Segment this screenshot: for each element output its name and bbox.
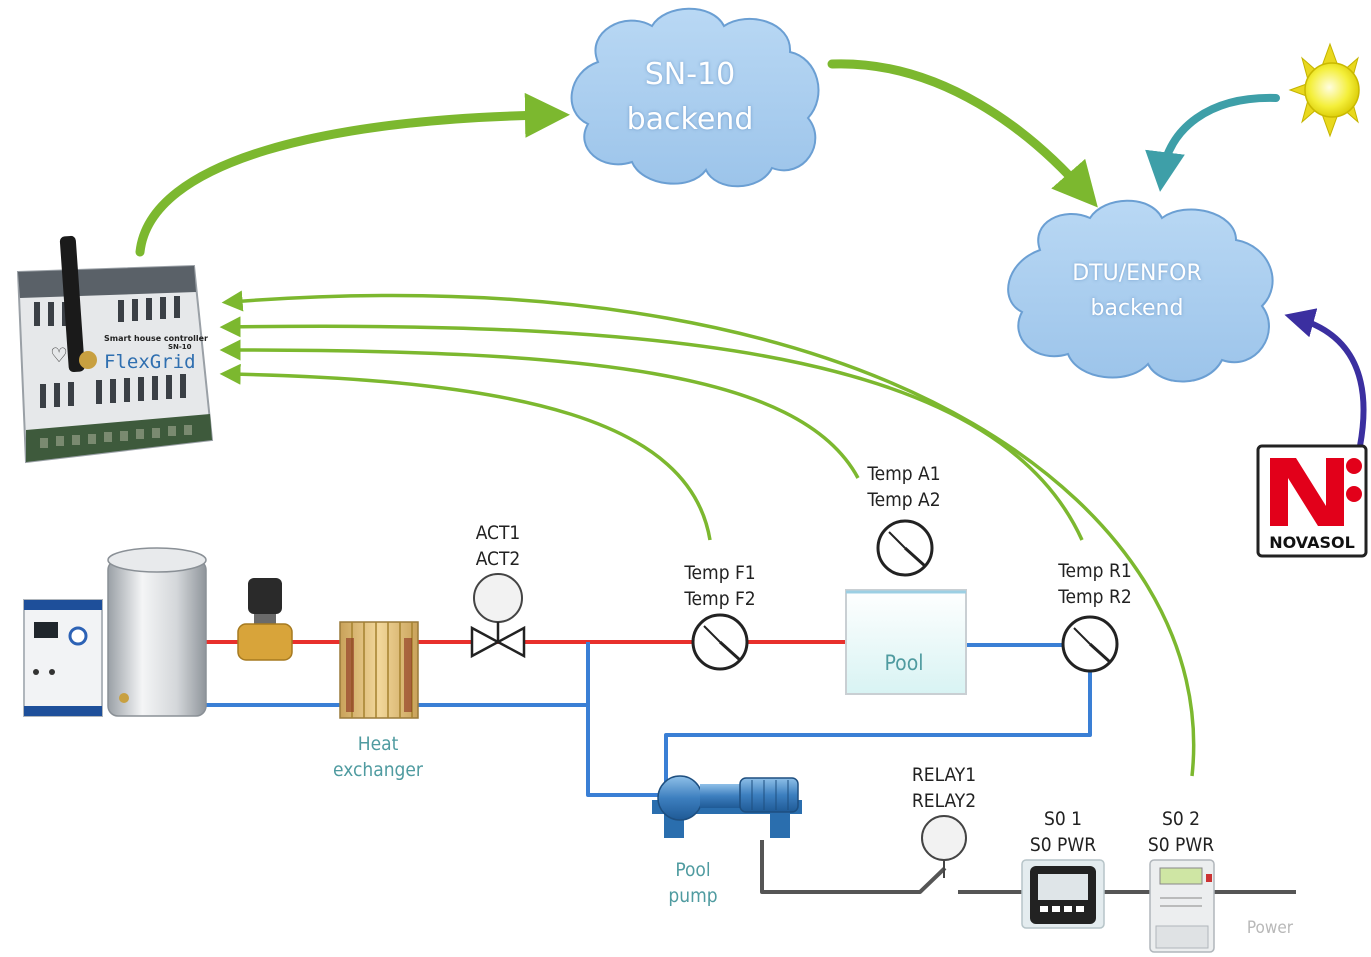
pool-label-text: Pool <box>884 651 924 675</box>
power-line <box>760 840 947 894</box>
power-label: Power <box>1247 915 1293 941</box>
temp-r-to-controller-arrow <box>219 316 1084 541</box>
mixing-valve <box>237 578 293 661</box>
s0-1-meter <box>1021 859 1105 929</box>
temp-r-gauge <box>1061 615 1119 673</box>
relay-label: RELAY1 RELAY2 <box>912 762 976 814</box>
s0-2-label-1: S0 2 <box>1161 808 1201 830</box>
dtu-cloud-label: DTU/ENFOR backend <box>1072 256 1202 326</box>
pump-supply-pipe <box>586 642 660 797</box>
heat-exchanger-label-1: Heat <box>357 733 399 755</box>
s0-1-label-2: S0 PWR <box>1029 834 1097 856</box>
act-label-2: ACT2 <box>475 548 521 570</box>
novasol-logo: NOVASOL <box>1256 444 1368 558</box>
pool-label: Pool <box>884 650 923 676</box>
temp-f-to-controller-arrow <box>219 363 712 541</box>
pool-pump-label: Pool pump <box>668 857 717 909</box>
pool-pump <box>652 775 802 838</box>
sn10-backend-cloud <box>570 7 820 188</box>
water-tank <box>107 547 207 717</box>
s0-2-label-2: S0 PWR <box>1147 834 1215 856</box>
pool <box>845 589 967 695</box>
heat-exchanger-label: Heat exchanger <box>333 731 423 783</box>
dtu-line2: backend <box>1090 296 1184 321</box>
relay-indicator <box>921 815 967 878</box>
act-label-1: ACT1 <box>475 522 521 544</box>
temp-r-label: Temp R1 Temp R2 <box>1058 558 1131 610</box>
temp-a-label: Temp A1 Temp A2 <box>867 461 940 513</box>
sn10-to-dtu-arrow <box>827 59 1098 208</box>
temp-f-label-2: Temp F2 <box>684 588 756 610</box>
act-valve <box>470 573 526 659</box>
dtu-line1: DTU/ENFOR <box>1072 261 1202 286</box>
controller-model: SN-10 <box>168 343 192 351</box>
relay-label-2: RELAY2 <box>911 790 977 812</box>
pool-return-pipe <box>664 643 1092 795</box>
s0-1-label-1: S0 1 <box>1043 808 1083 830</box>
sn10-line1: SN-10 <box>644 57 736 92</box>
temp-a-to-controller-arrow <box>219 339 860 479</box>
pool-pump-label-1: Pool <box>675 859 711 881</box>
relay-label-1: RELAY1 <box>911 764 977 786</box>
temp-r-label-2: Temp R2 <box>1058 586 1132 608</box>
s0-2-label: S0 2 S0 PWR <box>1148 806 1214 858</box>
controller-brand: FlexGrid <box>104 351 196 373</box>
temp-r-label-1: Temp R1 <box>1058 560 1132 582</box>
sn10-line2: backend <box>626 102 754 137</box>
temp-a-label-1: Temp A1 <box>867 463 941 485</box>
s0-1-label: S0 1 S0 PWR <box>1030 806 1096 858</box>
boiler-unit <box>23 599 103 717</box>
heat-exchanger <box>339 621 419 719</box>
temp-f-label-1: Temp F1 <box>684 562 756 584</box>
dtu-enfor-backend-cloud <box>1007 199 1274 383</box>
temp-a-label-2: Temp A2 <box>867 489 941 511</box>
heat-exchanger-label-2: exchanger <box>333 759 423 781</box>
sun-to-dtu-arrow <box>1145 93 1280 192</box>
sun-icon <box>1288 42 1360 138</box>
power-label-text: Power <box>1246 918 1294 938</box>
flexgrid-controller: ♡ Smart house controller SN-10 FlexGrid <box>16 235 214 464</box>
sn10-cloud-label: SN-10 backend <box>627 52 754 142</box>
pool-pump-label-2: pump <box>668 885 718 907</box>
act-label: ACT1 ACT2 <box>476 520 521 572</box>
controller-subtitle: Smart house controller <box>104 334 208 343</box>
s0-2-meter <box>1149 859 1215 953</box>
novasol-name: NOVASOL <box>1269 533 1355 552</box>
heart-icon: ♡ <box>50 343 68 367</box>
novasol-to-dtu-arrow <box>1284 308 1367 449</box>
temp-a-gauge <box>876 519 934 577</box>
temp-f-label: Temp F1 Temp F2 <box>684 560 755 612</box>
controller-to-sn10-arrow <box>135 92 570 257</box>
temp-f-gauge <box>691 613 749 671</box>
